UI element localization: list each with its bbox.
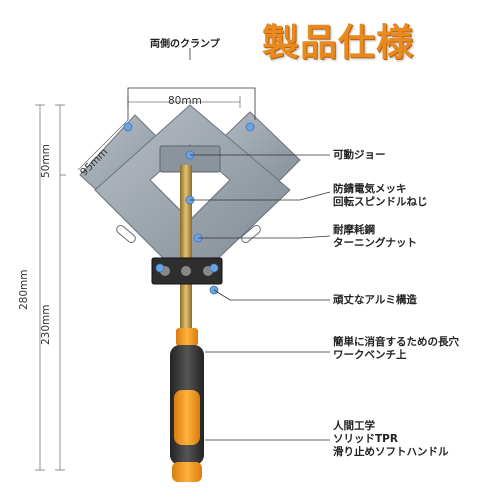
label-screw: 防錆電気メッキ 回転スピンドルねじ: [333, 183, 428, 209]
label-handle: 人間工学 ソリッドTPR 滑り止めソフトハンドル: [333, 420, 449, 459]
turning-nut: [151, 257, 223, 285]
label-slot-line2: ワークベンチ上: [333, 349, 407, 361]
label-screw-line1: 防錆電気メッキ: [333, 183, 407, 195]
label-handle-line2: ソリッドTPR: [333, 433, 398, 445]
label-nut-line2: ターニングナット: [333, 237, 417, 249]
dim-height-top: 50mm: [40, 144, 52, 178]
label-nut-line1: 耐摩耗鋼: [333, 224, 375, 236]
label-slot-line1: 簡単に消音するための長穴: [333, 336, 459, 348]
label-screw-line2: 回転スピンドルねじ: [333, 196, 428, 208]
handle: [170, 328, 204, 482]
dim-width-top: 80mm: [168, 95, 202, 107]
label-aluminum: 頑丈なアルミ構造: [333, 294, 417, 306]
leader-lines: [127, 48, 331, 441]
dim-height-bottom: 230mm: [40, 304, 52, 346]
label-clamp-both-sides: 両側のクランプ: [150, 39, 220, 50]
label-slot: 簡単に消音するための長穴 ワークベンチ上: [333, 336, 459, 362]
dimension-lines: [35, 96, 241, 471]
label-handle-line3: 滑り止めソフトハンドル: [333, 446, 449, 458]
page-title: 製品仕様: [262, 21, 414, 64]
label-handle-line1: 人間工学: [333, 420, 375, 432]
dim-height-total: 280mm: [18, 269, 30, 311]
label-movable-jaw: 可動ジョー: [333, 149, 386, 161]
spindle-screw: [180, 165, 192, 340]
label-nut: 耐摩耗鋼 ターニングナット: [333, 224, 417, 250]
